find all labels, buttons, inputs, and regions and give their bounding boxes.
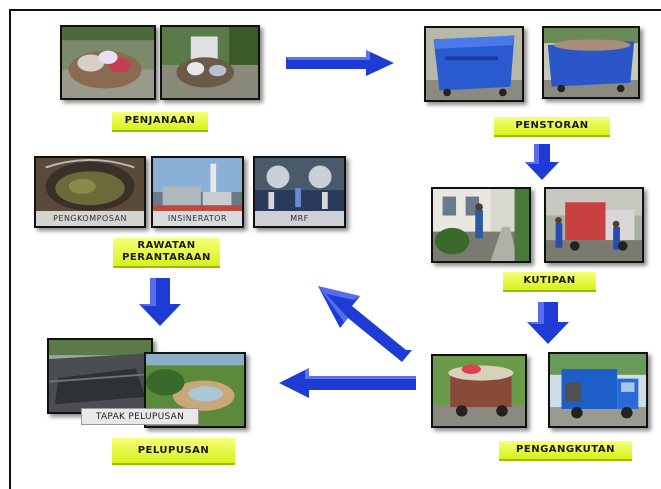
arrow-left-icon bbox=[279, 368, 416, 398]
arrow-down-icon bbox=[525, 144, 559, 180]
arrow-up-left-icon bbox=[318, 286, 412, 362]
penstoran-photo-1 bbox=[424, 26, 524, 102]
pengkomposan-caption: PENGKOMPOSAN bbox=[36, 211, 144, 226]
pengkomposan-photo: PENGKOMPOSAN bbox=[34, 156, 146, 228]
insinerator-caption: INSINERATOR bbox=[153, 211, 242, 226]
rawatan-perantaraan-label: RAWATAN PERANTARAAN bbox=[113, 238, 220, 268]
penjanaan-photo-2 bbox=[160, 25, 260, 100]
pelupusan-photo-1 bbox=[47, 338, 153, 414]
insinerator-photo: INSINERATOR bbox=[151, 156, 244, 228]
arrow-down-icon bbox=[139, 278, 181, 326]
arrow-down-icon bbox=[527, 302, 569, 344]
arrow-right-icon bbox=[286, 50, 394, 76]
penjanaan-label: PENJANAAN bbox=[112, 112, 208, 132]
pengangkutan-label: PENGANGKUTAN bbox=[499, 441, 632, 461]
tapak-pelupusan-caption: TAPAK PELUPUSAN bbox=[81, 408, 199, 425]
mrf-caption: MRF bbox=[255, 211, 344, 226]
penstoran-photo-2 bbox=[542, 26, 640, 99]
pelupusan-label: PELUPUSAN bbox=[112, 438, 235, 465]
kutipan-photo-2 bbox=[544, 187, 644, 263]
kutipan-photo-1 bbox=[431, 187, 531, 263]
kutipan-label: KUTIPAN bbox=[503, 272, 596, 292]
pengangkutan-photo-1 bbox=[431, 354, 527, 428]
penstoran-label: PENSTORAN bbox=[494, 117, 610, 137]
penjanaan-photo-1 bbox=[60, 25, 156, 100]
mrf-photo: MRF bbox=[253, 156, 346, 228]
pengangkutan-photo-2 bbox=[548, 352, 648, 428]
diagram-frame bbox=[9, 9, 661, 489]
